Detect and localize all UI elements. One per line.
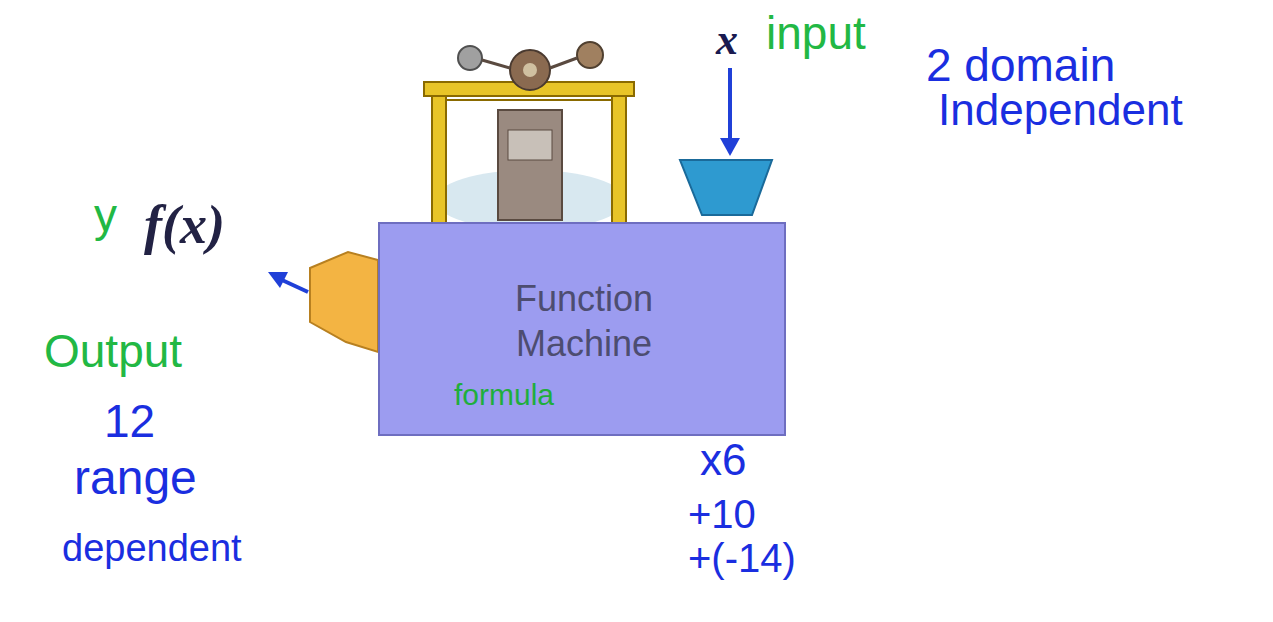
annotation: Independent	[938, 86, 1183, 134]
output-slot	[310, 252, 378, 352]
frame-wire	[446, 99, 612, 101]
handwritten-note: formula	[454, 378, 554, 411]
annotation: 12	[104, 396, 155, 447]
annotation: input	[766, 8, 866, 59]
annotation: +(-14)	[688, 536, 796, 580]
input-arrow	[728, 68, 732, 142]
gear-hub	[523, 63, 537, 77]
machine-core	[498, 110, 562, 220]
rod	[482, 60, 510, 68]
annotation: +10	[688, 492, 756, 536]
annotation: x6	[700, 436, 746, 484]
gear	[577, 42, 603, 68]
annotation: 2 domain	[926, 40, 1115, 91]
arrow-head	[268, 272, 288, 288]
annotation: range	[74, 452, 197, 505]
annotation: dependent	[62, 528, 242, 570]
input-hopper	[680, 160, 772, 215]
annotation: Output	[44, 326, 182, 377]
box-title: Function Machine	[464, 276, 704, 366]
annotation: f(x)	[144, 196, 225, 255]
arrow-head	[720, 138, 740, 156]
process-box: Function Machine formula	[378, 222, 786, 436]
frame-post	[612, 92, 626, 224]
rod	[550, 58, 577, 68]
gear	[510, 50, 550, 90]
frame-post	[432, 92, 446, 224]
gear	[458, 46, 482, 70]
annotation: y	[94, 190, 117, 241]
output-arrow	[282, 280, 308, 292]
annotation: x	[716, 16, 738, 64]
machine-panel	[508, 130, 552, 160]
